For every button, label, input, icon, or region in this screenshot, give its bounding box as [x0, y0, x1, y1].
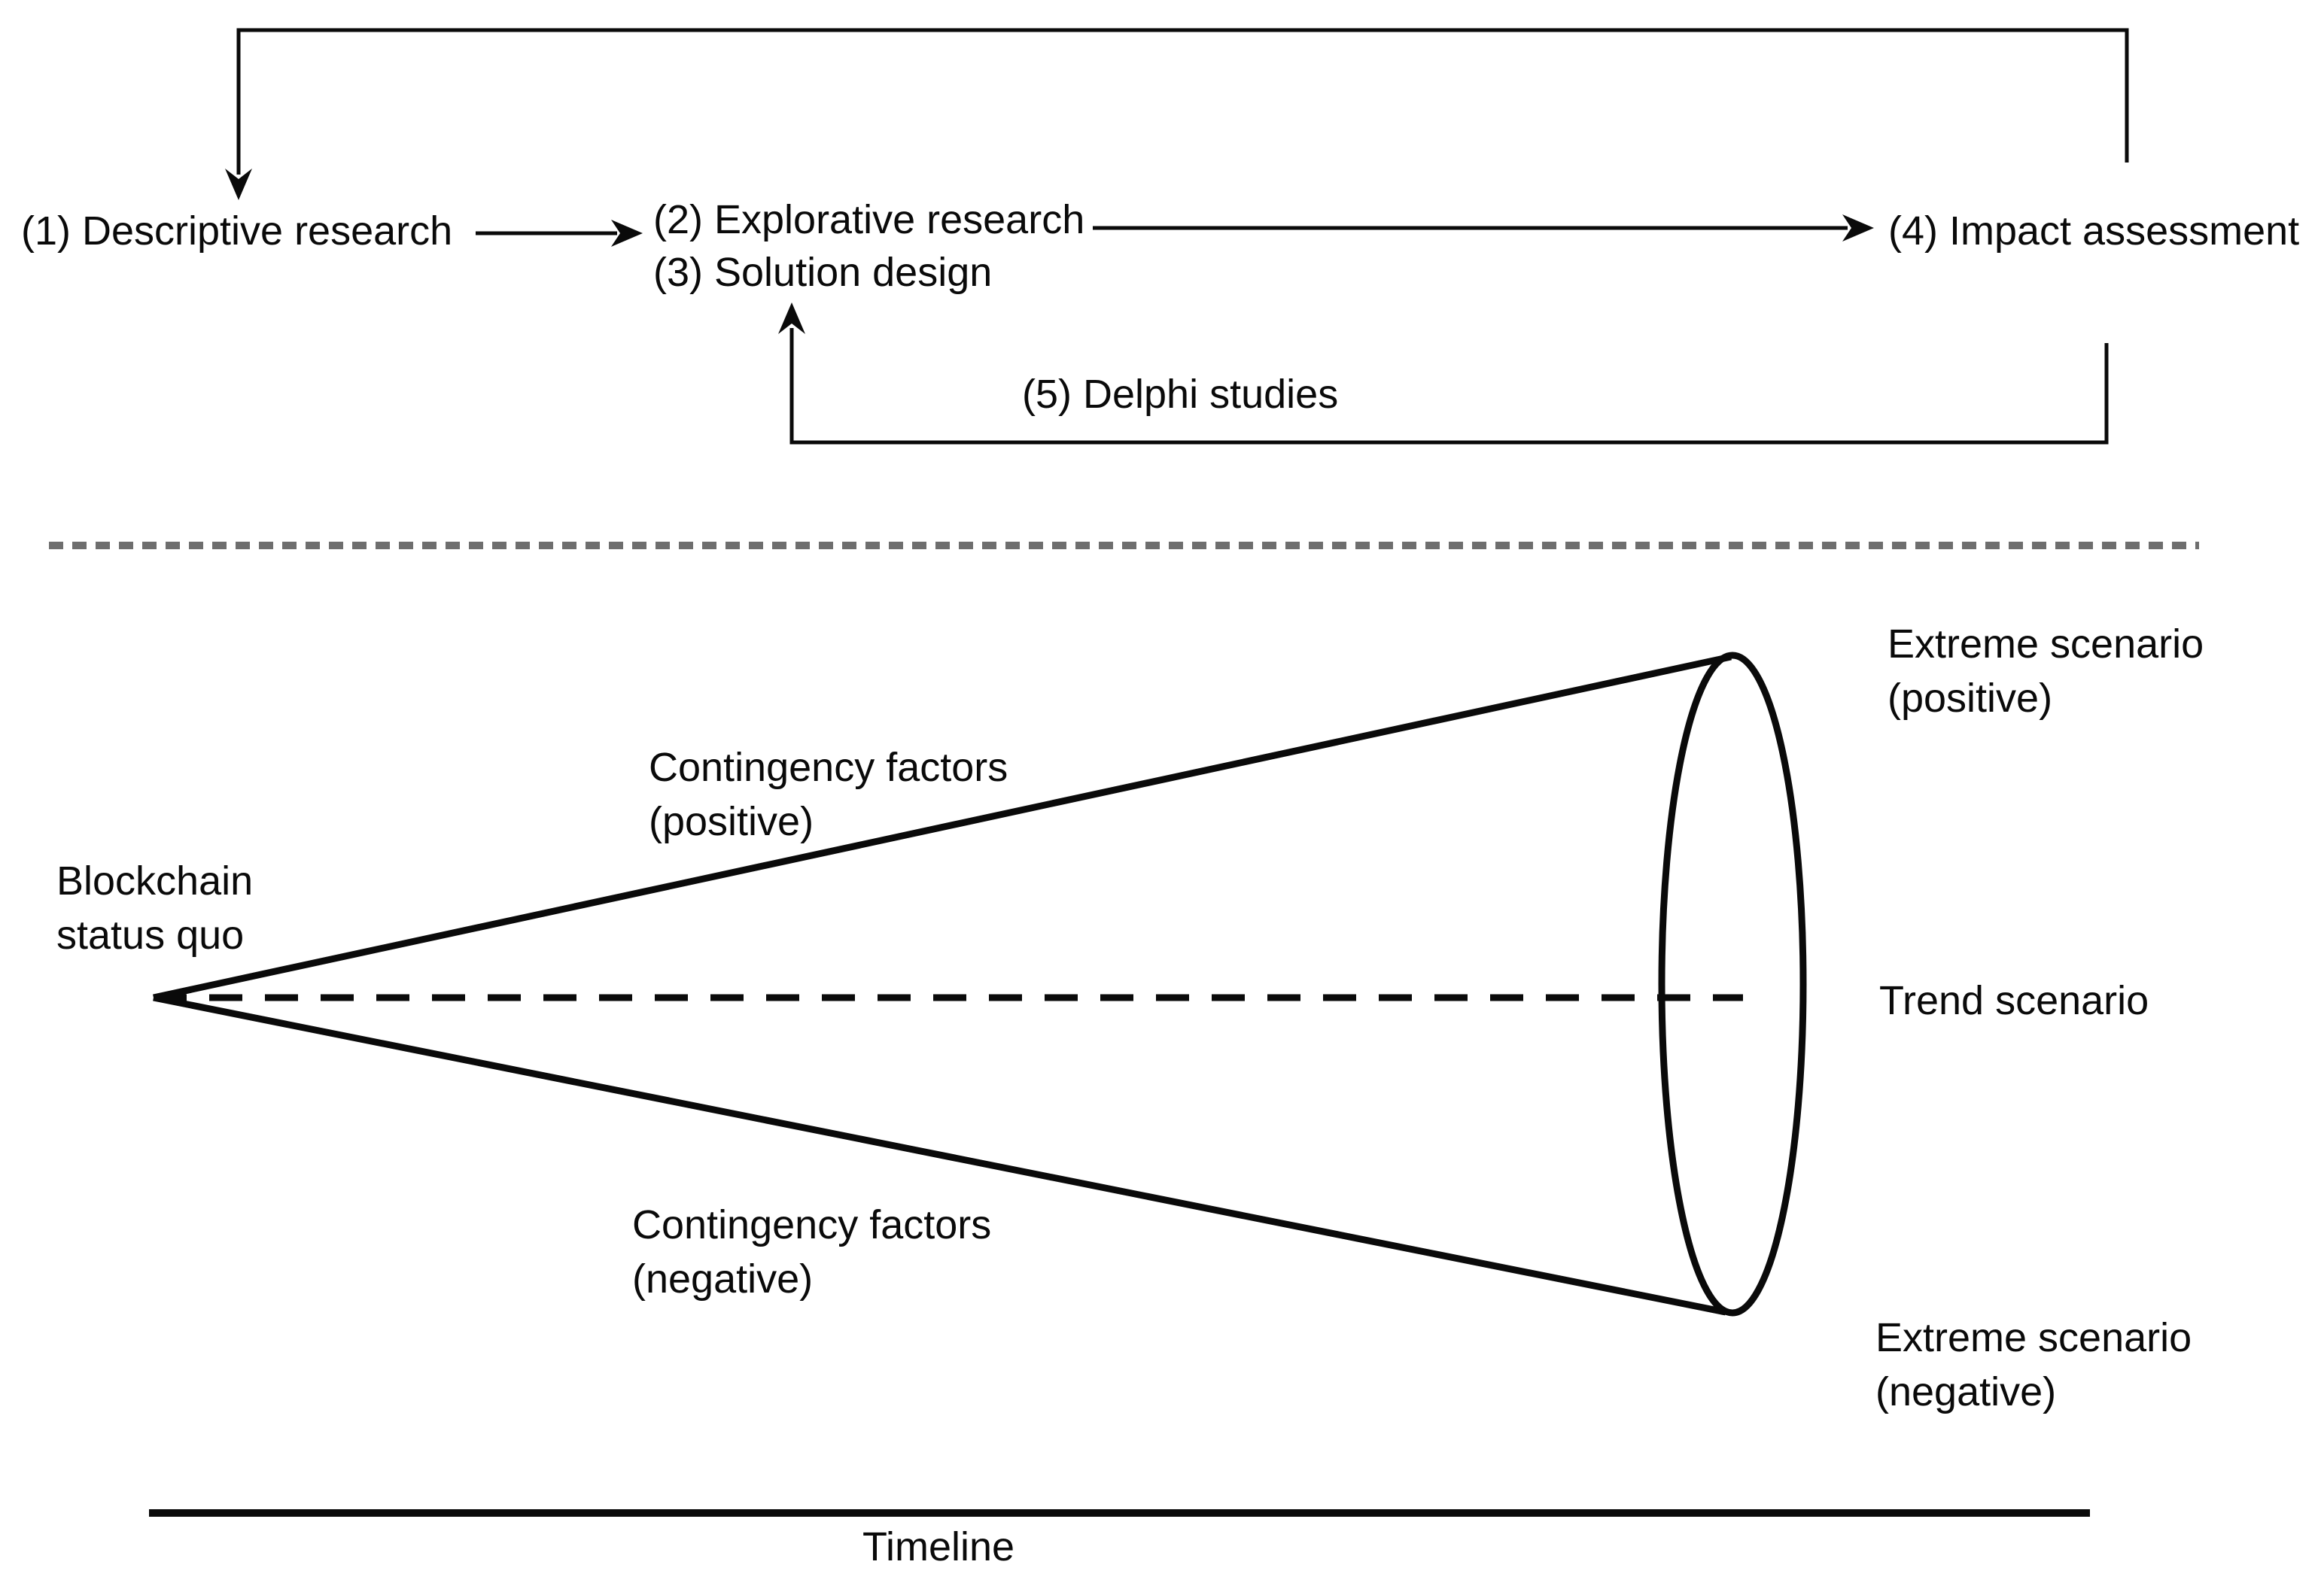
extreme-positive-line2: (positive) — [1887, 676, 2053, 721]
flow-step-2-3-block: (2) Explorative research (3) Solution de… — [653, 193, 1084, 299]
feedback-loop-arrowhead-icon — [225, 169, 252, 200]
contingency-negative-label: Contingency factors (negative) — [632, 1198, 991, 1306]
flow-step-1-label: (1) Descriptive research — [21, 208, 453, 254]
contingency-positive-line2: (positive) — [649, 799, 814, 844]
blockchain-status-quo-label: Blockchain status quo — [56, 854, 253, 962]
extreme-negative-line2: (negative) — [1875, 1369, 2057, 1414]
delphi-loop-line — [789, 328, 2109, 445]
flow-step-5-label: (5) Delphi studies — [1022, 372, 1339, 417]
flow-step-4-label: (4) Impact assessment — [1888, 208, 2300, 254]
contingency-negative-line2: (negative) — [632, 1256, 814, 1302]
blockchain-status-quo-line2: status quo — [56, 913, 245, 958]
trend-scenario-label: Trend scenario — [1879, 978, 2149, 1023]
blockchain-status-quo-line1: Blockchain — [56, 858, 254, 904]
timeline-label: Timeline — [862, 1524, 1015, 1569]
extreme-negative-label: Extreme scenario (negative) — [1875, 1311, 2192, 1419]
arrow-step1-to-step2-head-icon — [611, 220, 643, 247]
arrow-step2-to-step4-head-icon — [1842, 214, 1874, 242]
flow-step-3-label: (3) Solution design — [653, 250, 993, 295]
contingency-positive-line1: Contingency factors — [649, 745, 1008, 790]
contingency-positive-label: Contingency factors (positive) — [649, 740, 1008, 849]
contingency-negative-line1: Contingency factors — [632, 1202, 992, 1247]
flow-step-2-label: (2) Explorative research — [653, 197, 1085, 242]
extreme-positive-line1: Extreme scenario — [1887, 621, 2204, 667]
cone-upper-line — [153, 653, 1732, 1001]
extreme-positive-label: Extreme scenario (positive) — [1887, 617, 2204, 725]
cone-mouth-ellipse — [1658, 652, 1807, 1317]
cone-lower-line — [153, 994, 1726, 1316]
delphi-loop-arrowhead-icon — [778, 302, 805, 334]
extreme-negative-line1: Extreme scenario — [1875, 1315, 2192, 1360]
feedback-loop-line — [236, 28, 2129, 175]
